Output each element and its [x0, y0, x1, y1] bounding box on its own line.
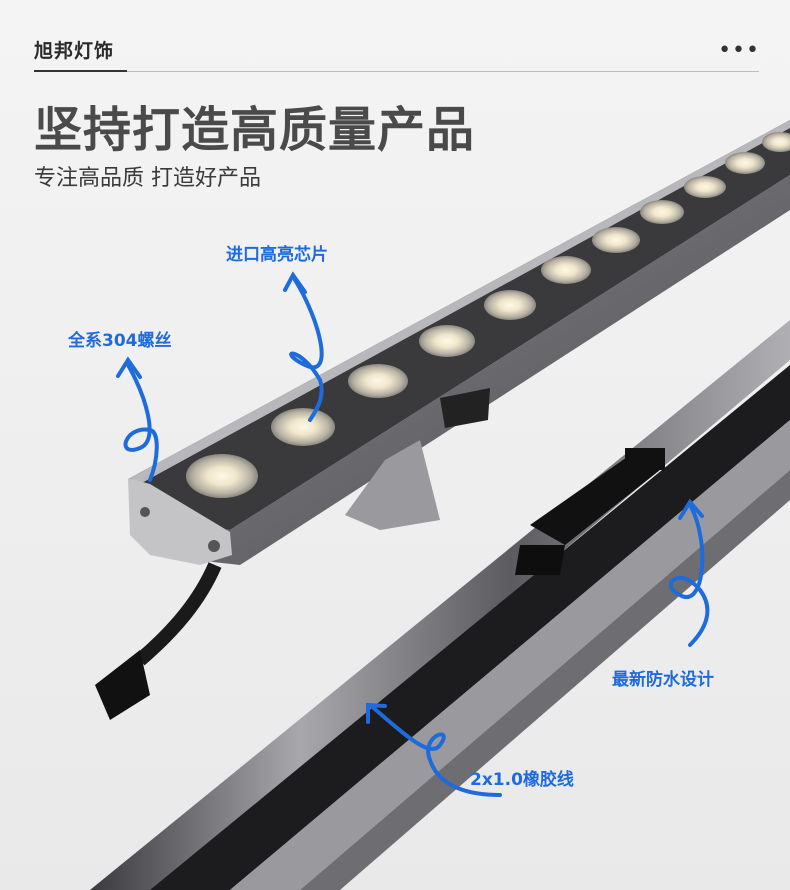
led-lenses: [186, 132, 790, 498]
callout-chip: 进口高亮芯片: [226, 245, 328, 265]
brand-underline: [34, 70, 127, 72]
callout-arrows: [116, 271, 710, 797]
header-divider: [127, 71, 759, 72]
more-dots-icon[interactable]: •••: [718, 38, 760, 63]
callout-cable: 2x1.0橡胶线: [470, 770, 574, 790]
callout-screws: 全系304螺丝: [68, 331, 172, 351]
second-light-bar: [90, 320, 790, 890]
page-title: 坚持打造高质量产品: [34, 102, 476, 158]
callout-waterproof: 最新防水设计: [612, 670, 714, 690]
page-subtitle: 专注高品质 打造好产品: [34, 166, 261, 191]
brand-name: 旭邦灯饰: [34, 40, 115, 62]
